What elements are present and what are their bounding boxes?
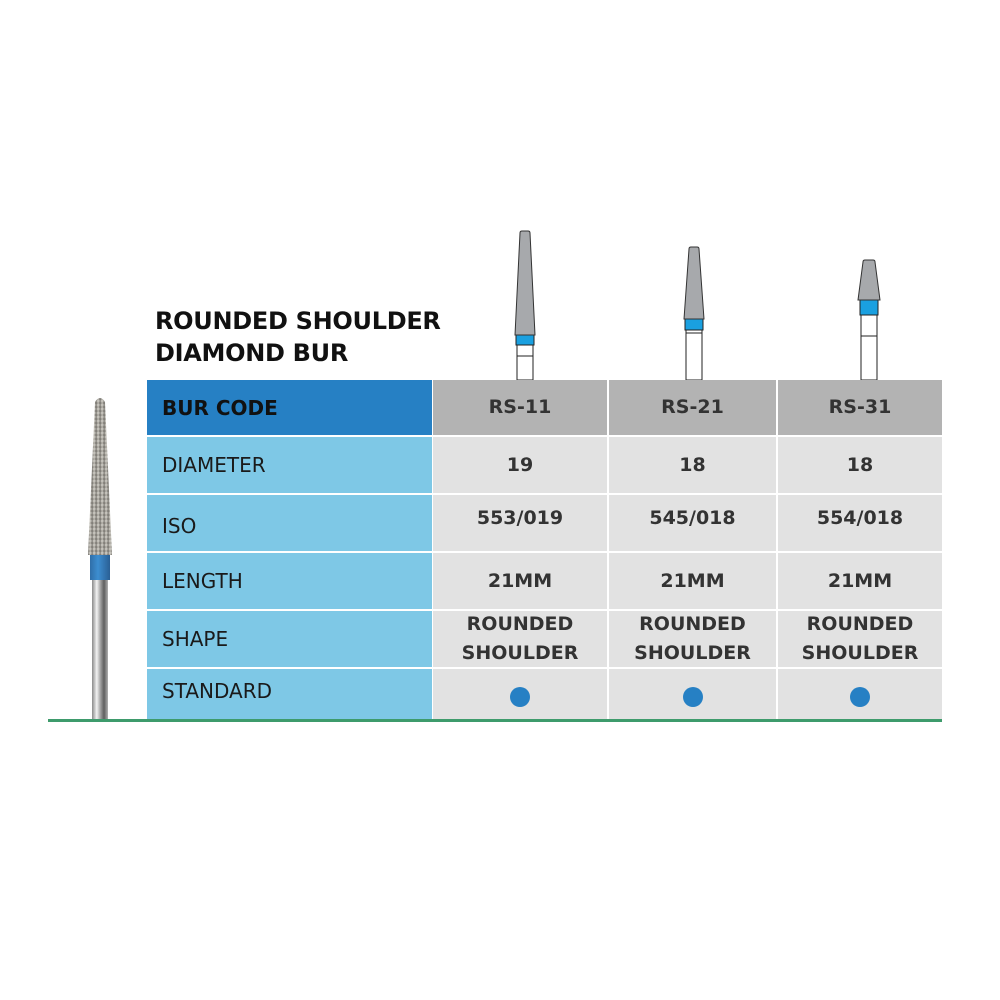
- cell-value: 18: [778, 437, 942, 493]
- table-row-iso: ISO 553/019 545/018 554/018: [147, 495, 942, 551]
- cell-value: [778, 669, 942, 720]
- bur-rs21-drawing-icon: [683, 246, 705, 380]
- cell-value: ROUNDED SHOULDER: [433, 611, 607, 667]
- bottom-rule: [48, 719, 942, 722]
- row-label: DIAMETER: [147, 437, 432, 493]
- cell-value: 21MM: [609, 553, 776, 609]
- row-label: ISO: [147, 495, 432, 551]
- table-row-standard: STANDARD: [147, 669, 942, 720]
- table-row-diameter: DIAMETER 19 18 18: [147, 437, 942, 493]
- cell-value: ROUNDED SHOULDER: [778, 611, 942, 667]
- shape-line-2: SHOULDER: [634, 642, 751, 664]
- bur-rs11-drawing-icon: [514, 230, 536, 380]
- dot-icon: [850, 686, 870, 707]
- cell-value: 21MM: [778, 553, 942, 609]
- bur-rs31-drawing-icon: [857, 259, 881, 380]
- row-label: SHAPE: [147, 611, 432, 667]
- bur-code-rs-21: RS-21: [609, 380, 776, 435]
- shape-line-2: SHOULDER: [801, 642, 919, 664]
- cell-value: 21MM: [433, 553, 607, 609]
- cell-value: 19: [433, 437, 607, 493]
- cell-value: 545/018: [609, 495, 776, 551]
- product-title-line-2: DIAMOND BUR: [155, 339, 349, 367]
- spec-table: BUR CODE RS-11 RS-21 RS-31 DIAMETER 19 1…: [147, 380, 942, 720]
- cell-value: 18: [609, 437, 776, 493]
- shape-line-2: SHOULDER: [461, 642, 579, 664]
- dot-icon: [510, 686, 530, 707]
- row-label: LENGTH: [147, 553, 432, 609]
- cell-value: 553/019: [433, 495, 607, 551]
- shape-line-1: ROUNDED: [806, 613, 914, 635]
- table-header-row: BUR CODE RS-11 RS-21 RS-31: [147, 380, 942, 435]
- bur-code-rs-31: RS-31: [778, 380, 942, 435]
- bur-code-header: BUR CODE: [147, 380, 432, 435]
- shape-line-1: ROUNDED: [639, 613, 746, 635]
- product-title-line-1: ROUNDED SHOULDER: [155, 307, 441, 335]
- table-row-shape: SHAPE ROUNDED SHOULDER ROUNDED SHOULDER …: [147, 611, 942, 667]
- cell-value: 554/018: [778, 495, 942, 551]
- diamond-bur-photo-icon: [88, 398, 112, 722]
- cell-value: [433, 669, 607, 720]
- row-label: STANDARD: [147, 669, 432, 720]
- shape-line-1: ROUNDED: [466, 613, 574, 635]
- dot-icon: [682, 686, 703, 707]
- table-row-length: LENGTH 21MM 21MM 21MM: [147, 553, 942, 609]
- cell-value: [609, 669, 776, 720]
- bur-code-rs-11: RS-11: [433, 380, 607, 435]
- product-title: ROUNDED SHOULDER DIAMOND BUR: [155, 305, 441, 369]
- cell-value: ROUNDED SHOULDER: [609, 611, 776, 667]
